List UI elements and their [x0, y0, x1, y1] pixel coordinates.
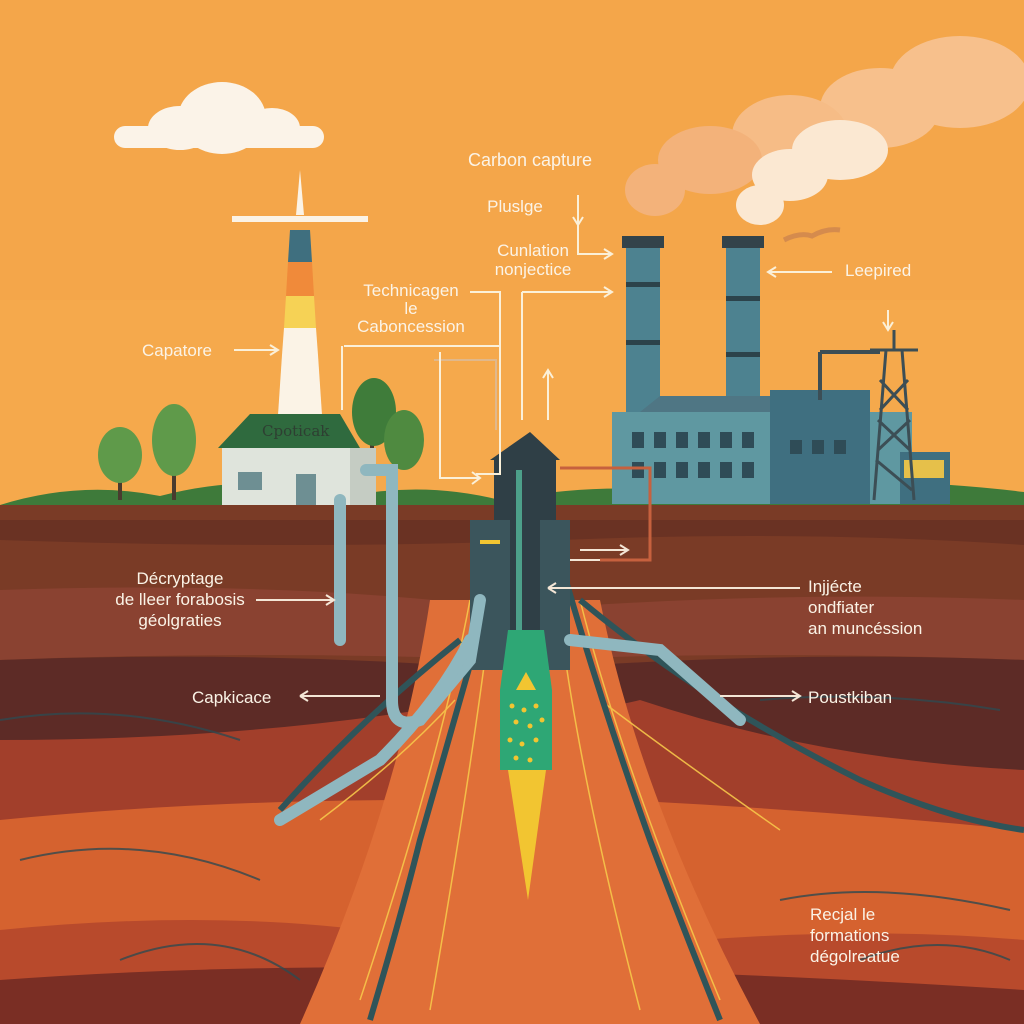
factory	[612, 236, 950, 504]
label-decryptage: Décryptage de lleer forabosis géolgratie…	[115, 569, 245, 630]
label-capatore: Capatore	[142, 341, 212, 360]
building-sign: Cpoticak	[262, 422, 330, 440]
label-arrows	[234, 195, 894, 485]
capture-house	[218, 414, 376, 506]
label-cunlation: Cunlation nonjectice	[494, 241, 572, 279]
flame	[508, 770, 546, 900]
label-capkicace: Capkicace	[192, 688, 272, 707]
pipe-network	[274, 464, 746, 826]
cloud-left	[114, 82, 324, 154]
label-lepired: Leepired	[845, 261, 912, 280]
smoke-plume	[625, 36, 1024, 225]
label-recial: Recjal le formations dégolreatue	[810, 905, 900, 966]
capsule	[500, 630, 552, 770]
tree-group-left	[98, 378, 424, 500]
label-technicagen: Technicagen le Caboncession	[357, 281, 465, 336]
label-carbon-capture: Carbon capture	[467, 150, 593, 170]
label-poustkiban: Poustkiban	[808, 688, 893, 707]
label-injecte: Injjécte ondfiater an muncéssion	[808, 577, 923, 638]
label-pluslge: Pluslge	[487, 197, 543, 216]
capture-tower	[232, 170, 368, 415]
